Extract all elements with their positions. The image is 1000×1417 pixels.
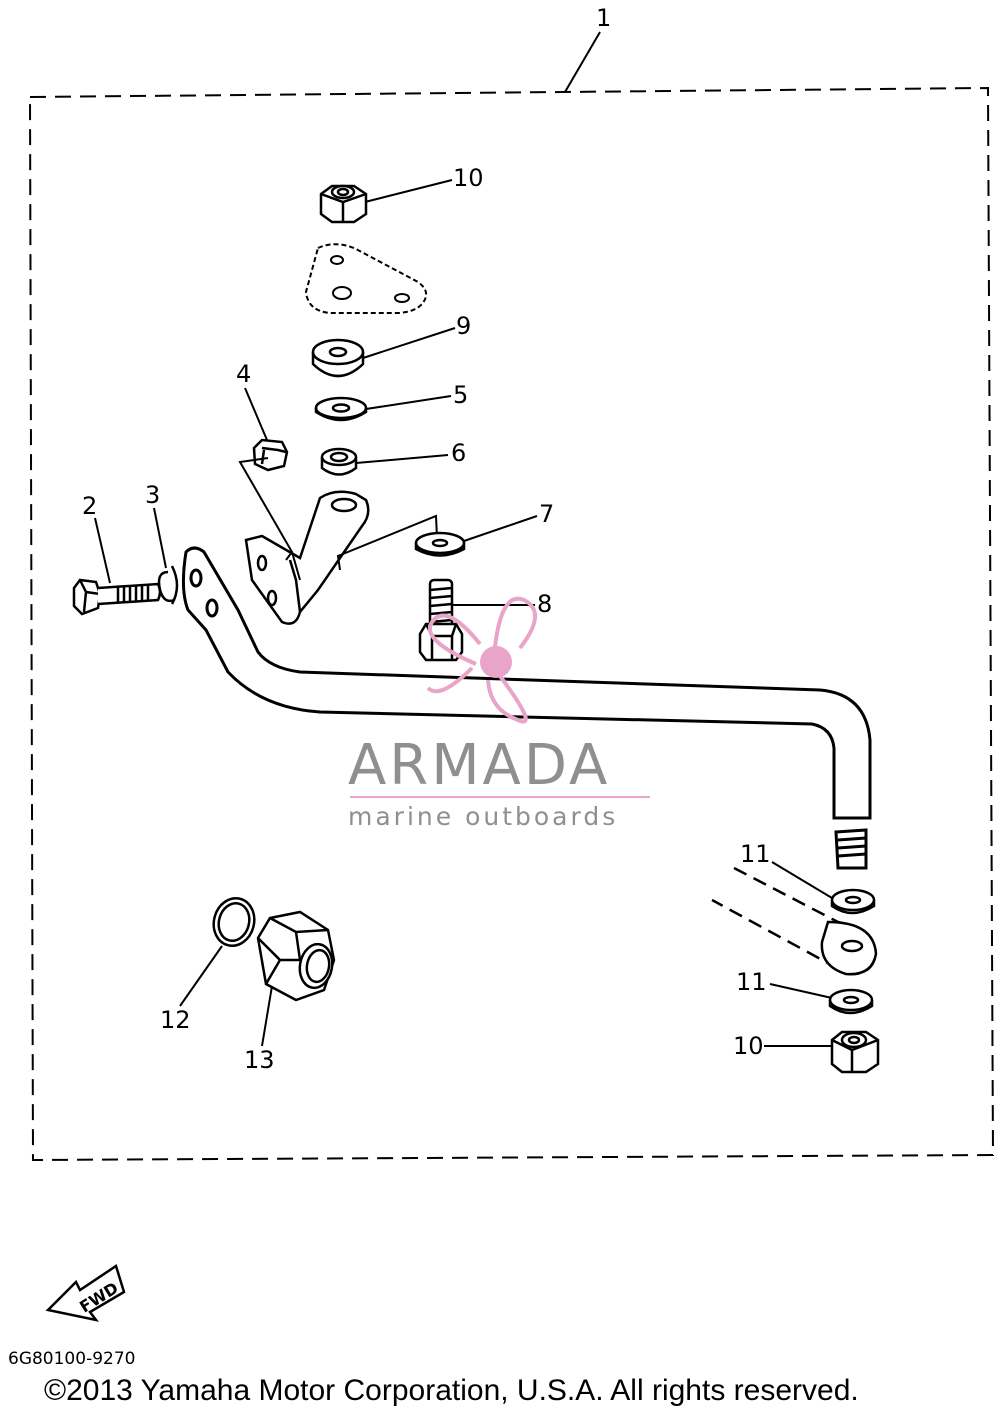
collar-9	[311, 338, 365, 378]
leader-3	[153, 507, 167, 569]
fwd-arrow-icon: FWD	[45, 1264, 126, 1322]
washer-7-leader-zigzag	[336, 514, 438, 571]
leader-12	[179, 945, 223, 1007]
steering-rod	[181, 546, 872, 870]
leader-10-top	[364, 179, 453, 203]
bushing-6	[320, 447, 358, 476]
leader-7	[463, 515, 538, 542]
bracket	[244, 490, 370, 625]
callout-4: 4	[236, 360, 251, 388]
nut-leader-lines	[238, 457, 301, 581]
leader-11-lower	[769, 983, 833, 999]
leader-6	[355, 454, 449, 464]
washer-7	[414, 531, 466, 557]
cap-nut-13	[256, 910, 336, 1002]
leader-1	[564, 31, 601, 93]
kit-boundary	[28, 86, 995, 1162]
locknut-bottom	[830, 1030, 880, 1074]
callout-7: 7	[539, 500, 554, 528]
callout-1: 1	[596, 4, 611, 32]
callout-12: 12	[160, 1006, 191, 1034]
clip-3	[157, 565, 179, 605]
washer-11-upper	[830, 888, 876, 915]
leader-11-upper	[771, 861, 833, 899]
leader-13	[261, 985, 273, 1047]
locknut-top	[319, 184, 368, 224]
callout-11-lower: 11	[736, 968, 767, 996]
washer-11-lower	[828, 988, 874, 1015]
callout-6: 6	[451, 439, 466, 467]
watermark-tagline: marine outboards	[348, 802, 618, 831]
callout-9: 9	[456, 312, 471, 340]
leader-4	[244, 387, 268, 441]
o-ring-12	[212, 896, 256, 948]
leader-5	[365, 395, 452, 410]
link-plate	[711, 866, 878, 976]
bolt-2	[72, 578, 162, 616]
copyright-notice: ©2013 Yamaha Motor Corporation, U.S.A. A…	[44, 1374, 859, 1407]
leader-9	[362, 327, 456, 359]
callout-10-bottom: 10	[733, 1032, 764, 1060]
callout-2: 2	[82, 492, 97, 520]
castle-nut-4	[252, 438, 289, 472]
triangular-plate	[304, 243, 428, 314]
callout-5: 5	[453, 381, 468, 409]
part-code: 6G80100-9270	[8, 1349, 136, 1369]
callout-11-upper: 11	[740, 840, 771, 868]
watermark-brand: ARMADA	[348, 733, 610, 798]
callout-8: 8	[537, 590, 552, 618]
callout-10-top: 10	[453, 164, 484, 192]
callout-3: 3	[145, 481, 160, 509]
washer-5	[314, 396, 368, 422]
callout-13: 13	[244, 1046, 275, 1074]
leader-2	[94, 517, 111, 584]
armada-logo-propeller	[426, 596, 538, 724]
